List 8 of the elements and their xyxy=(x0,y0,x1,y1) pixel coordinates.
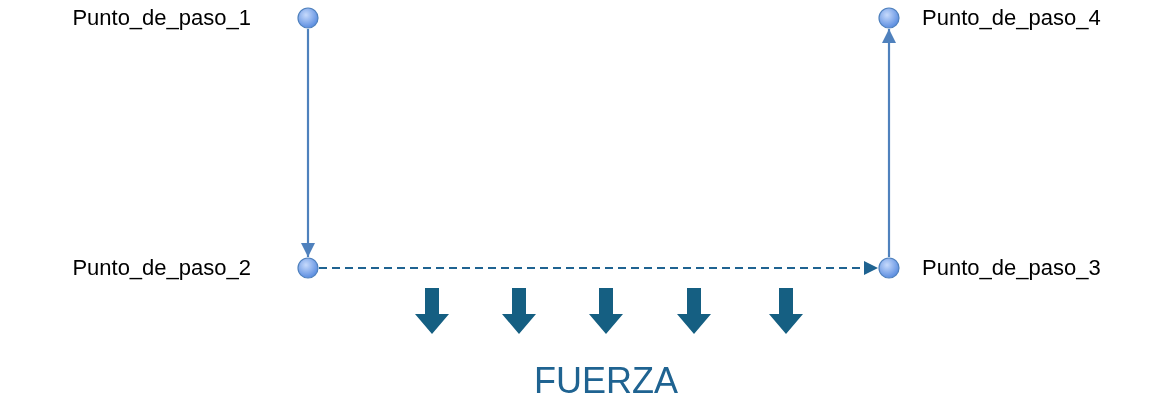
arrow xyxy=(301,29,315,257)
waypoint-label: Punto_de_paso_3 xyxy=(922,255,1101,281)
waypoint-label: Punto_de_paso_2 xyxy=(72,255,251,281)
arrow xyxy=(319,261,878,275)
waypoint-label: Punto_de_paso_4 xyxy=(922,5,1101,31)
arrow xyxy=(882,29,896,257)
waypoint-label: Punto_de_paso_1 xyxy=(72,5,251,31)
force-label: FUERZA xyxy=(534,360,678,402)
